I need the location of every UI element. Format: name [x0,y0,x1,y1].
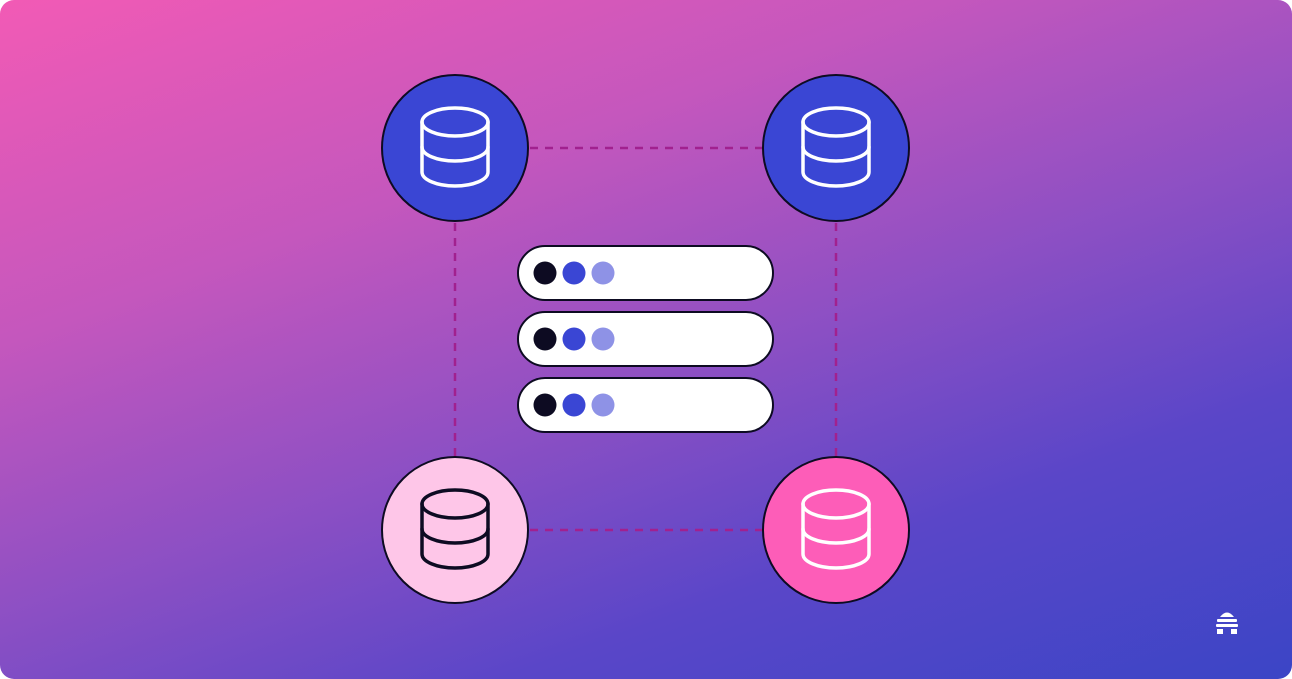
database-body [801,120,871,188]
record-row [517,245,774,301]
database-node [381,74,529,222]
logo-dome [1220,612,1234,617]
database-band [801,145,871,163]
database-body [420,120,490,188]
record-row [517,377,774,433]
status-dot [533,261,557,285]
status-dot [533,327,557,351]
node-circle [381,456,529,604]
status-dot [533,393,557,417]
database-node [381,456,529,604]
record-pill [517,245,774,301]
database-icon [420,488,490,570]
logo-leg [1217,629,1223,634]
database-node [762,74,910,222]
status-dot [562,393,586,417]
record-row [517,311,774,367]
database-body [420,502,490,570]
database-band [801,527,871,545]
database-node [762,456,910,604]
database-icon [420,106,490,188]
logo-leg [1231,629,1237,634]
node-circle [762,74,910,222]
node-circle [381,74,529,222]
status-dot [591,327,615,351]
database-icon [801,488,871,570]
beehive-logo-icon [1216,612,1238,634]
status-dot [562,261,586,285]
logo-band [1216,624,1238,627]
status-dot [591,261,615,285]
database-band [420,145,490,163]
status-dot [591,393,615,417]
database-body [801,502,871,570]
status-dot [562,327,586,351]
database-icon [801,106,871,188]
record-pill [517,377,774,433]
database-band [420,527,490,545]
record-pill [517,311,774,367]
node-circle [762,456,910,604]
logo-band [1217,619,1237,622]
